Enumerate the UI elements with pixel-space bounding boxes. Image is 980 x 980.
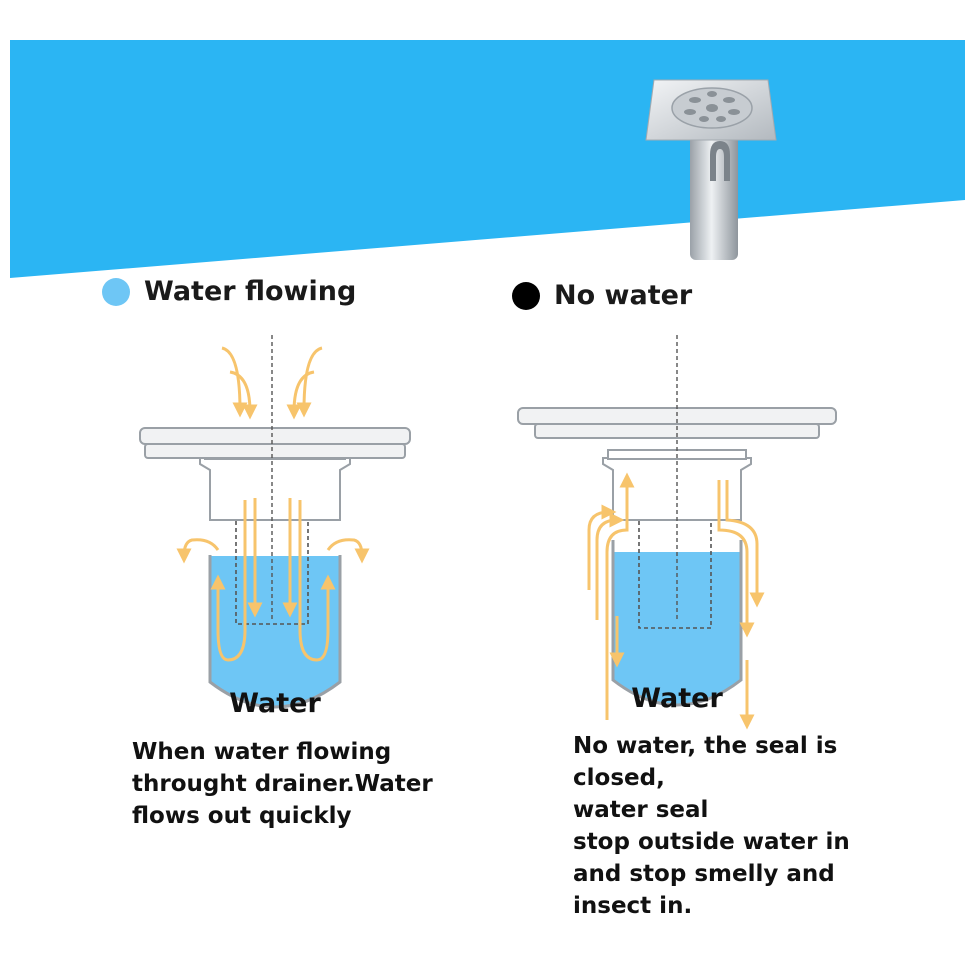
- legend-water-flowing: Water flowing: [102, 276, 356, 307]
- legend-no-water: No water: [512, 280, 692, 311]
- diagram-water-flowing: Water: [139, 335, 411, 719]
- caption-left-line: When water flowing: [132, 739, 392, 765]
- floor-drain-product-icon: [645, 79, 777, 260]
- caption-right-line: water seal: [573, 797, 709, 823]
- water-flowing-dot-icon: [102, 277, 130, 306]
- caption-left-line: flows out quickly: [132, 803, 352, 829]
- caption-right-line: closed,: [573, 765, 665, 791]
- caption-water-flowing: When water flowing throught drainer.Wate…: [132, 736, 462, 832]
- legend-label-left: Water flowing: [144, 276, 357, 307]
- caption-right-line: insect in.: [573, 893, 693, 919]
- caption-right-line: stop outside water in: [573, 829, 850, 855]
- legend-label-right: No water: [554, 280, 693, 311]
- water-label-left: Water: [229, 688, 321, 719]
- header-banner: [10, 40, 965, 278]
- no-water-dot-icon: [512, 281, 540, 310]
- caption-right-line: No water, the seal is: [573, 733, 838, 759]
- water-label-right: Water: [631, 683, 723, 714]
- diagram-no-water: Water: [517, 335, 837, 730]
- caption-right-line: and stop smelly and: [573, 861, 835, 887]
- caption-no-water: No water, the seal is closed, water seal…: [573, 730, 933, 922]
- caption-left-line: throught drainer.Water: [132, 771, 433, 797]
